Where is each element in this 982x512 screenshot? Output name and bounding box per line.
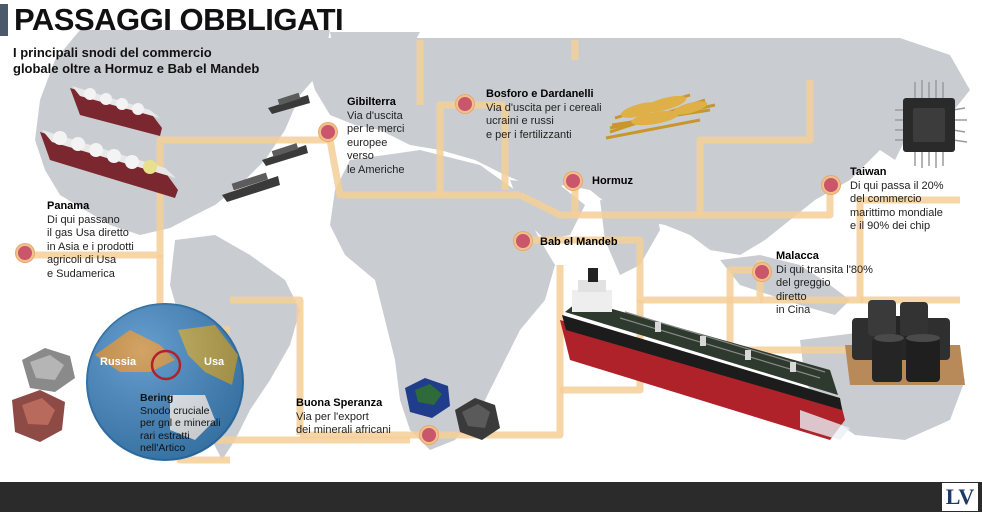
label-bering-desc: Snodo cruciale [140, 404, 210, 417]
label-malacca-desc: del greggio [776, 277, 831, 289]
azurite-ore-image [405, 378, 450, 418]
microchip-image [895, 80, 968, 168]
metal-ore-image [22, 348, 75, 392]
label-bosforo-desc: Via d'uscita per i cereali [486, 101, 602, 114]
title-accent-bar [0, 4, 8, 36]
label-buonasperanza: Buona Speranza Via per l'export dei mine… [296, 397, 391, 438]
label-buonasperanza-desc: dei minerali africani [296, 424, 391, 436]
label-panama-name: Panama [47, 200, 90, 212]
subtitle-line-2: globale oltre a Hormuz e Bab el Mandeb [13, 61, 260, 76]
subtitle: I principali snodi del commercio globale… [13, 45, 259, 77]
wheat-grains [620, 95, 708, 126]
label-bering-desc: per gnl e minerali [140, 417, 221, 429]
label-gibilterra-desc: europee [347, 136, 388, 149]
label-gibilterra-desc: per le merci [347, 123, 405, 135]
marker-gibilterra [319, 123, 337, 141]
label-hormuz: Hormuz [592, 175, 633, 189]
marker-taiwan [822, 176, 840, 194]
label-buonasperanza-name: Buona Speranza [296, 397, 383, 409]
marker-buonasperanza [420, 426, 438, 444]
label-bering-desc: rari estratti [140, 429, 190, 442]
label-panama-desc: in Asia e i prodotti [47, 240, 134, 253]
label-bering-desc: nell'Artico [140, 442, 186, 454]
publisher-logo: LV [942, 483, 978, 511]
label-hormuz-name: Hormuz [592, 175, 633, 187]
marker-malacca [753, 263, 771, 281]
container-ship-3-image [222, 172, 280, 202]
land-eurasia [300, 38, 970, 255]
label-buonasperanza-desc: Via per l'export [296, 410, 369, 423]
marker-bosforo [456, 95, 474, 113]
lng-tanker-1-image [70, 86, 162, 136]
label-taiwan-desc: e il 90% dei chip [850, 220, 931, 232]
label-bosforo-desc: e per i fertilizzanti [486, 128, 572, 141]
label-taiwan-desc: del commercio [850, 193, 922, 205]
land-africa [330, 150, 555, 450]
oil-tanker-image [560, 268, 850, 440]
label-bering-name: Bering [140, 392, 174, 404]
page-title: PASSAGGI OBBLIGATI [14, 2, 344, 37]
label-panama-desc: agricoli di Usa [47, 254, 117, 266]
footer-bar [0, 482, 982, 512]
label-panama-desc: Di qui passano [47, 213, 120, 226]
container-ship-2-image [262, 143, 308, 166]
land-north-america [35, 30, 330, 235]
label-bering: Bering Snodo cruciale per gnl e minerali… [140, 392, 221, 455]
label-taiwan-desc: marittimo mondiale [850, 206, 943, 219]
label-malacca: Malacca Di qui transita l'80% del greggi… [776, 250, 873, 318]
label-malacca-desc: diretto [776, 290, 807, 303]
label-gibilterra: Gibilterra Via d'uscita per le merci eur… [347, 96, 404, 177]
label-panama-desc: e Sudamerica [47, 267, 115, 280]
copper-ore-image [12, 390, 65, 442]
label-bosforo-desc: ucraini e russi [486, 115, 554, 127]
label-bosforo: Bosforo e Dardanelli Via d'uscita per i … [486, 88, 602, 142]
label-gibilterra-desc: Via d'uscita [347, 109, 403, 122]
marker-panama [16, 244, 34, 262]
label-babelmandeb-name: Bab el Mandeb [540, 236, 618, 248]
container-ship-1-image [268, 92, 310, 114]
label-taiwan-desc: Di qui passa il 20% [850, 179, 944, 192]
globe-image [86, 303, 244, 461]
label-malacca-name: Malacca [776, 250, 819, 262]
label-panama-desc: il gas Usa diretto [47, 227, 129, 239]
label-gibilterra-name: Gibilterra [347, 96, 396, 108]
coal-ore-image [455, 398, 500, 440]
label-malacca-desc: in Cina [776, 304, 811, 316]
label-taiwan: Taiwan Di qui passa il 20% del commercio… [850, 166, 944, 234]
label-gibilterra-desc: le Americhe [347, 163, 405, 176]
marker-babelmandeb [514, 232, 532, 250]
oil-barrels-image [845, 300, 965, 385]
lng-tanker-2-image [40, 130, 178, 198]
label-panama: Panama Di qui passano il gas Usa diretto… [47, 200, 134, 281]
world-map [12, 30, 970, 464]
label-bosforo-name: Bosforo e Dardanelli [486, 88, 594, 100]
label-gibilterra-desc: verso [347, 150, 374, 162]
label-babelmandeb: Bab el Mandeb [540, 236, 618, 250]
subtitle-line-1: I principali snodi del commercio [13, 45, 212, 60]
globe-label-russia: Russia [100, 356, 137, 368]
label-malacca-desc: Di qui transita l'80% [776, 263, 873, 276]
label-taiwan-name: Taiwan [850, 166, 887, 178]
globe-label-usa: Usa [204, 356, 225, 368]
marker-hormuz [564, 172, 582, 190]
